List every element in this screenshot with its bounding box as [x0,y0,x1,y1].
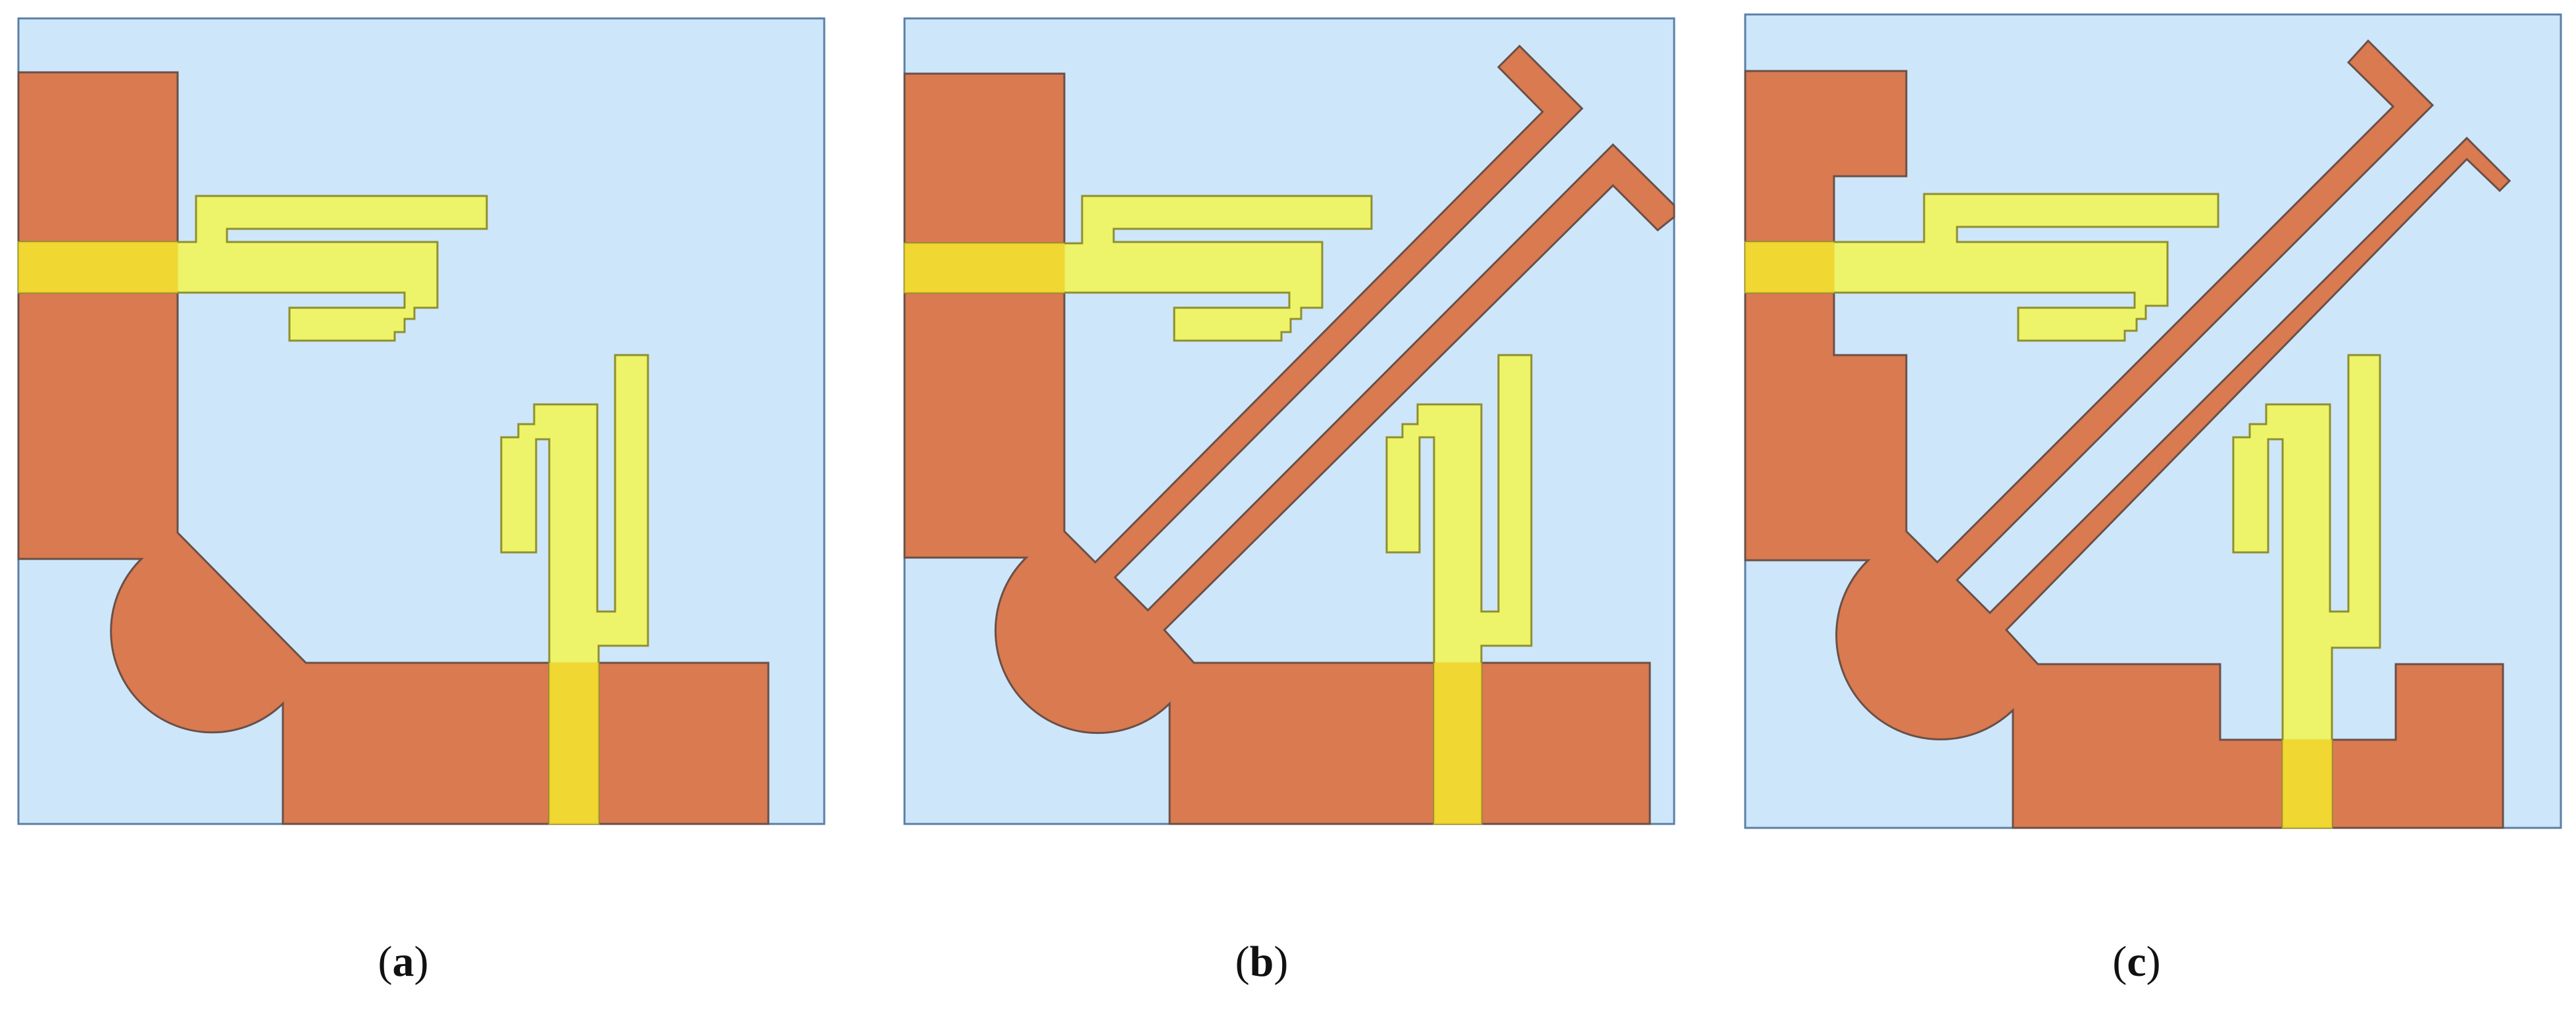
panel-a-bottom-overlap [549,663,599,824]
panel-a-feed-overlap [18,242,178,293]
panel-b-bottom-overlap [1434,663,1481,824]
caption-a-letter: a [392,938,414,986]
panel-a-bottom-trace [500,354,649,825]
caption-b: (b) [1235,938,1289,986]
panel-c-feed-overlap [1745,242,1834,293]
panel-b-patch [903,44,1675,825]
panel-b-meander-trace [903,195,1373,342]
panel-c [1744,13,2562,829]
panel-b-feed-overlap [904,243,1064,293]
panel-a [17,17,826,825]
caption-c: (c) [2112,938,2161,986]
panel-b [903,17,1675,825]
panel-c-bottom-overlap [2283,740,2332,828]
panel-c-bottom-trace [2232,354,2381,829]
panel-c-patch [1744,39,2512,829]
caption-c-letter: c [2127,938,2146,986]
panel-a-meander-trace [17,195,488,342]
panel-b-bottom-trace [1385,354,1533,825]
caption-b-letter: b [1249,938,1274,986]
panel-a-patch [17,71,770,825]
caption-a: (a) [378,938,429,986]
panel-c-meander-trace [1744,193,2219,342]
